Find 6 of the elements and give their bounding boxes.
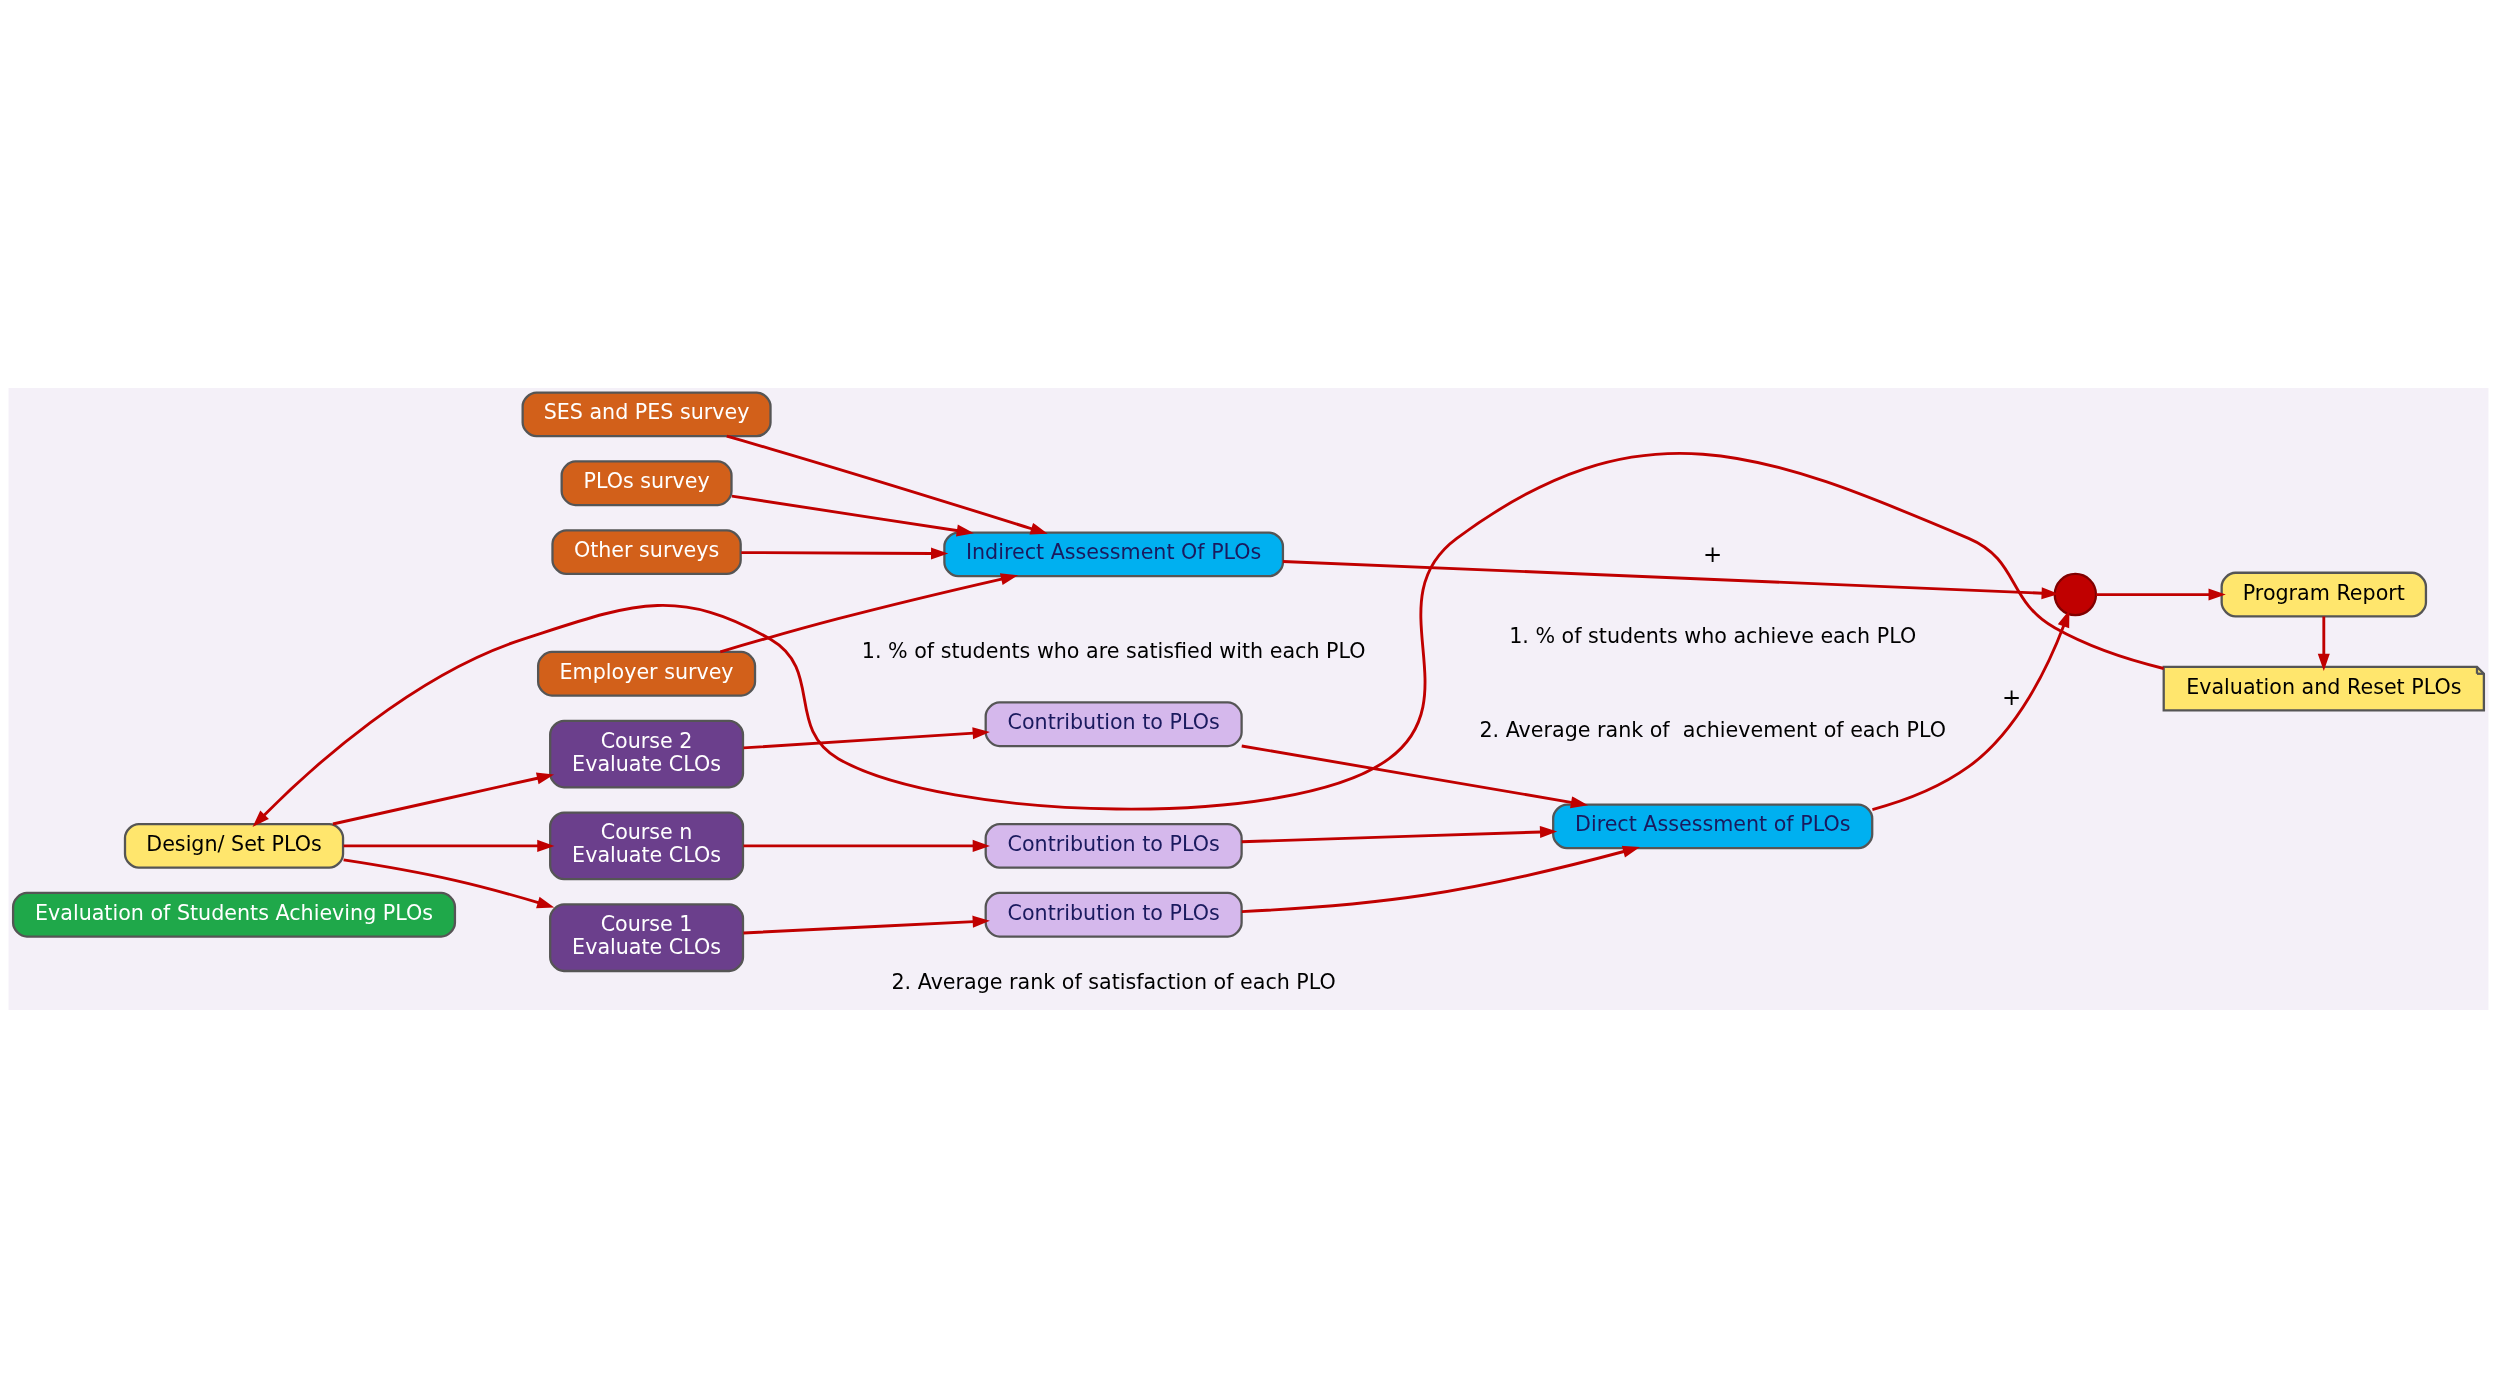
label: 1. % of students who achieve each PLO: [1509, 623, 1917, 648]
edge-label: +: [1703, 540, 1723, 567]
label: 2. Average rank of satisfaction of each PLO: [891, 969, 1336, 994]
edge-label: +: [2002, 683, 2022, 710]
label: 1. % of students who are satisfied with each PLO: [861, 638, 1366, 663]
label: 2. Average rank of achievement of each PLO: [1479, 717, 1946, 742]
